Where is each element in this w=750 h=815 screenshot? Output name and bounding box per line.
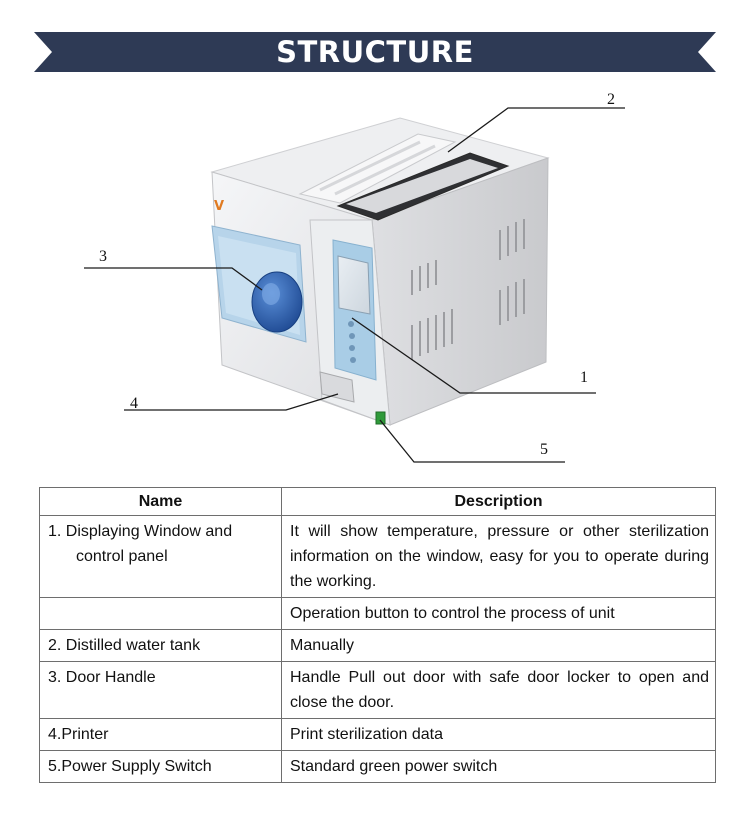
callout-line-1 bbox=[351, 317, 596, 394]
banner-ribbon-shape bbox=[34, 32, 716, 72]
row-name: 1. Displaying Window and control panel bbox=[39, 515, 282, 598]
table-header-row: Name Description bbox=[39, 487, 716, 516]
row-name bbox=[39, 597, 282, 630]
table-row: 4.Printer Print sterilization data bbox=[39, 718, 716, 751]
banner-title: STRUCTURE bbox=[276, 35, 474, 69]
structure-table: Name Description 1. Displaying Window an… bbox=[39, 487, 716, 783]
row-description: It will show temperature, pressure or ot… bbox=[281, 515, 716, 598]
table-row: 3. Door Handle Handle Pull out door with… bbox=[39, 661, 716, 719]
row-description: Handle Pull out door with safe door lock… bbox=[281, 661, 716, 719]
callout-number-1: 1 bbox=[580, 369, 588, 386]
control-buttons bbox=[348, 321, 356, 363]
row-description: Print sterilization data bbox=[281, 718, 716, 751]
callout-line-4 bbox=[124, 393, 339, 411]
autoclave-illustration: V bbox=[84, 107, 625, 463]
display-screen bbox=[337, 255, 371, 315]
callout-number-4: 4 bbox=[130, 395, 138, 412]
row-description: Manually bbox=[281, 629, 716, 662]
callout-line-5 bbox=[379, 419, 565, 463]
row-name: 4.Printer bbox=[39, 718, 282, 751]
table-row: Operation button to control the process … bbox=[39, 597, 716, 630]
table-row: 2. Distilled water tank Manually bbox=[39, 629, 716, 662]
table-row: 5.Power Supply Switch Standard green pow… bbox=[39, 750, 716, 783]
structure-banner: STRUCTURE bbox=[34, 32, 716, 72]
autoclave-figure: V 1 2 3 4 5 bbox=[0, 80, 750, 470]
callout-number-3: 3 bbox=[99, 248, 107, 265]
callout-number-5: 5 bbox=[540, 441, 548, 458]
water-tank-lid bbox=[298, 133, 457, 204]
brand-logo: V bbox=[214, 199, 224, 214]
printer-slot bbox=[319, 371, 355, 403]
description-column-header: Description bbox=[281, 487, 716, 516]
callout-lines bbox=[84, 107, 625, 463]
table-row: 1. Displaying Window and control panel I… bbox=[39, 515, 716, 598]
row-name: 5.Power Supply Switch bbox=[39, 750, 282, 783]
callout-number-2: 2 bbox=[607, 91, 615, 108]
side-vents bbox=[411, 219, 525, 360]
row-description: Standard green power switch bbox=[281, 750, 716, 783]
row-description: Operation button to control the process … bbox=[281, 597, 716, 630]
callout-line-2 bbox=[447, 107, 625, 153]
row-name: 2. Distilled water tank bbox=[39, 629, 282, 662]
callout-line-3 bbox=[84, 267, 263, 291]
power-switch bbox=[375, 411, 386, 425]
row-name: 3. Door Handle bbox=[39, 661, 282, 719]
name-column-header: Name bbox=[39, 487, 282, 516]
